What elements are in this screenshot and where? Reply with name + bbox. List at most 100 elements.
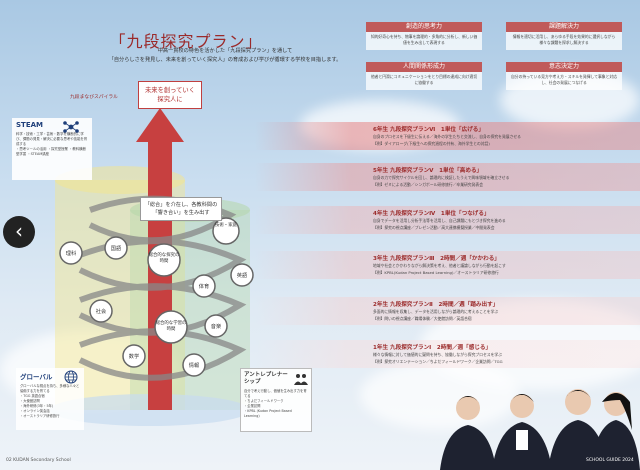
bubble-label: 情報 (188, 363, 200, 369)
stage-row: 6年生 九段探究プランⅥ 1単位「広げる」 自身のプロセスを下級生に伝える／海外… (255, 122, 640, 150)
bubble-math (122, 344, 146, 368)
bubble-pe (192, 274, 216, 298)
student-face (565, 389, 591, 415)
entre-body: 自分で考え行動し、価値を生み出す力を育てる ・ちよだフィールドワーク ・企業訪問… (244, 389, 307, 418)
bubble-label: 技術・家庭 (215, 223, 237, 228)
spiral-band (78, 238, 247, 291)
future-box: 未来を創っていく 探究人に (138, 81, 202, 109)
skill-heading: 課題解決力 (506, 22, 622, 32)
stage-row: 1年生 九段探究プランⅠ 2時間／週「感じる」 様々な情報に対して価値的に疑問を… (255, 340, 640, 368)
stage-row: 5年生 九段探究プランⅤ 1単位「高める」 自身の力で探究サイクルを回し、論理的… (255, 163, 640, 191)
stage-title: 2年生 九段探究プランⅡ 2時間／週「踏み出す」 (373, 302, 499, 308)
skill-card: 創造的思考力 知的好奇心を持ち、物事を論理的・多角的に分析し、新しい価値を生み出… (366, 22, 482, 56)
entre-heading: アントレプレナーシップ (244, 372, 288, 385)
cloud (360, 360, 520, 430)
stage-title: 3年生 九段探究プランⅢ 2時間／週「かかわる」 (373, 256, 500, 262)
subject-bubbles (59, 217, 254, 377)
callout-line: 「響き合い」を生み出す (152, 209, 210, 216)
global-panel: グローバル グローバルな視点を持ち、多様な人々と協働する力を育てる ・TGG 英… (16, 368, 84, 430)
stage-title: 5年生 九段探究プランⅤ 1単位「高める」 (373, 168, 483, 174)
bubble-music (204, 314, 228, 338)
spiral-label: 九段まなびスパイラル (70, 95, 118, 100)
molecule-icon (63, 121, 79, 133)
bubble-label: 国語 (110, 246, 122, 252)
center-callout: 「総合」を介在し、各教科間の 「響き合い」を生み出す (140, 197, 222, 221)
bubble-social (89, 299, 113, 323)
stage-row: 2年生 九段探究プランⅡ 2時間／週「踏み出す」 多面的に情報を収集し、データを… (255, 297, 640, 325)
stage-row: 4年生 九段探究プランⅣ 1単位「つなげる」 自身でデータを活用し分析手法等を活… (255, 206, 640, 234)
bubble-label: 総合的な学習の時間 (155, 321, 187, 332)
stage-desc: 地域や社会とかかわりながら解決策を考え、他者と議論しながら行動を起こす (373, 263, 506, 268)
student (440, 425, 496, 470)
bubble-inquiry-ms (154, 310, 188, 344)
student-face (456, 396, 480, 420)
bubble-label: 体育 (198, 284, 210, 290)
skill-card: 課題解決力 情報を適切に活用し、あらゆる手段を効果的に選択しながら様々な課題を探… (506, 22, 622, 56)
stage-title: 6年生 九段探究プランⅥ 1単位「広げる」 (373, 127, 484, 133)
bubble-label: 理科 (65, 251, 77, 257)
globe-icon (64, 370, 78, 384)
skill-heading: 意志決定力 (506, 62, 622, 72)
steam-body: 科学・技術・工学・芸術・数学を横断的に学び、課題の発見・解決に必要な思考や技能を… (16, 132, 88, 156)
stage-title: 1年生 九段探究プランⅠ 2時間／週「感じる」 (373, 345, 492, 351)
growth-arrow-head (136, 108, 184, 142)
skill-card: 人間関係形成力 他者と円滑にコミュニケーションをとり目標の達成に向け適切に協働す… (366, 62, 482, 96)
bubble-label: 英語 (236, 273, 248, 279)
stage-desc: 多面的に情報を収集し、データを活用しながら論理的に考えることを学ぶ (373, 309, 499, 314)
prev-page-button[interactable]: ‹ (3, 216, 35, 248)
stage-desc: 自身でデータを活用し分析手法等を活用し、自己課題にもとづき探究を進める (373, 218, 506, 223)
bubble-science (59, 241, 83, 265)
callout-line: 「総合」を介在し、各教科間の (144, 202, 218, 208)
skill-body: 情報を適切に活用し、あらゆる手段を効果的に選択しながら様々な課題を探求し解決する (506, 32, 622, 50)
spiral-bands (78, 195, 247, 381)
lead-line: 「自分らしさを発見し、未来を創っていく探究人」の育成および学びが循環する学校を目… (108, 57, 342, 63)
stage-bar (255, 163, 640, 191)
collar (516, 430, 528, 450)
stage-bar (255, 122, 640, 150)
lead-text: 中高一貫校の特色を活かした「九段探究プラン」を通して 「自分らしさを発見し、未来… (100, 47, 350, 65)
skill-heading: 創造的思考力 (366, 22, 482, 32)
stage-example: 【例】問いの視点講座／職場体験／大使館訪問／英語合宿 (373, 316, 472, 321)
steam-heading: STEAM (16, 121, 43, 129)
spiral-band (88, 195, 237, 244)
stage-example: 【例】探究の視点講座／プレゼン活動／高大連携模擬授業／中間発表会 (373, 225, 495, 230)
student (590, 420, 640, 470)
stage-bar (255, 251, 640, 279)
stage-example: 【例】ゼミによる活動／シンガポール研修旅行／卒業研究発表会 (373, 182, 483, 187)
stage-bar (255, 297, 640, 325)
bubble-label: 総合的な探究の時間 (148, 253, 180, 264)
stage-example: 【例】探究オリエンテーション／ちよだフィールドワーク／企業訪問／TGG (373, 359, 503, 364)
global-body: グローバルな視点を持ち、多様な人々と協働する力を育てる ・TGG 英語合宿 ・大… (20, 384, 80, 418)
lead-line: 中高一貫校の特色を活かした「九段探究プラン」を通して (157, 48, 293, 54)
stage-example: 【例】ダイアローグ(下級生への探究過程の共有、海外学生との対話) (373, 141, 490, 146)
future-line: 探究人に (157, 96, 183, 103)
footer-left: 02 KUDAN Secondary School (6, 458, 71, 463)
stage-desc: 自身の力で探究サイクルを回し、論理的に検証したうえで興味領域を確立させる (373, 175, 510, 180)
bubble-japanese (104, 236, 128, 260)
skill-body: 知的好奇心を持ち、物事を論理的・多角的に分析し、新しい価値を生み出して表現する (366, 32, 482, 50)
skill-card: 意志決定力 自分の持っている見方や考え方・スキルを発揮して事象と対応し、社会の発… (506, 62, 622, 96)
bubble-tech-home (212, 217, 240, 245)
stage-title: 4年生 九段探究プランⅣ 1単位「つなげる」 (373, 211, 490, 217)
bubble-label: 音楽 (210, 324, 222, 330)
bubble-english (230, 263, 254, 287)
skill-body: 自分の持っている見方や考え方・スキルを発揮して事象と対応し、社会の発展につなげる (506, 72, 622, 90)
people-icon (294, 374, 308, 385)
steam-panel: STEAM 科学・技術・工学・芸術・数学を横断的に学び、課題の発見・解決に必要な… (12, 118, 92, 180)
page-title: 「九段探究プラン」 (109, 32, 263, 51)
bubble-inquiry-hs (147, 243, 181, 277)
student-face (510, 394, 534, 418)
global-heading: グローバル (20, 373, 53, 381)
future-line: 未来を創っていく (144, 87, 196, 94)
stage-example: 【例】KPBL(Kudan Project Based Learning)／オー… (373, 270, 499, 275)
entrepreneurship-panel: アントレプレナーシップ 自分で考え行動し、価値を生み出す力を育てる ・ちよだフィ… (240, 368, 312, 432)
bubble-info (182, 353, 206, 377)
footer-right: SCHOOL GUIDE 2024 (586, 458, 634, 463)
stage-bar (255, 340, 640, 368)
skill-body: 他者と円滑にコミュニケーションをとり目標の達成に向け適切に協働する (366, 72, 482, 90)
stage-bar (255, 206, 640, 234)
stage-row: 3年生 九段探究プランⅢ 2時間／週「かかわる」 地域や社会とかかわりながら解決… (255, 251, 640, 279)
skill-heading: 人間関係形成力 (366, 62, 482, 72)
bubble-label: 数学 (128, 354, 140, 360)
students-photo (440, 389, 640, 470)
